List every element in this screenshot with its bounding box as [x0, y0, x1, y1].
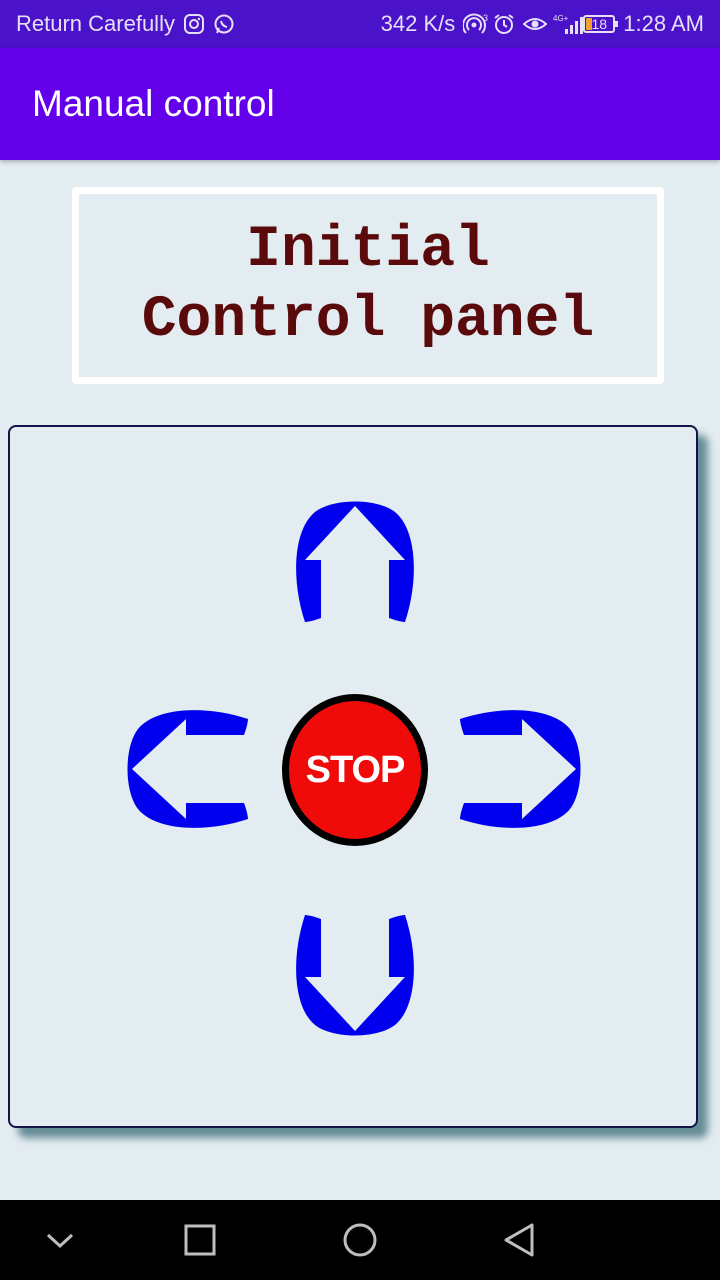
- down-arrow-button[interactable]: [293, 913, 417, 1037]
- up-arrow-button[interactable]: [293, 500, 417, 624]
- status-bar: Return Carefully 342 K/s 3 4G+ 18 1:28 A…: [0, 0, 720, 48]
- battery-level: 18: [591, 16, 608, 32]
- network-speed: 342 K/s: [380, 11, 456, 36]
- stop-label: STOP: [305, 748, 406, 791]
- instagram-icon: [183, 13, 205, 35]
- triangle-back-icon: [504, 1223, 534, 1257]
- stop-button[interactable]: STOP: [282, 694, 428, 846]
- clock: 1:28 AM: [623, 11, 704, 36]
- page-title: Manual control: [32, 83, 275, 124]
- arrow-down-icon: [296, 915, 414, 1036]
- title-panel: Initial Control panel: [72, 187, 664, 384]
- panel-title-line1: Initial: [246, 217, 490, 283]
- home-button[interactable]: [340, 1220, 380, 1260]
- arrow-left-icon: [127, 710, 248, 828]
- square-recents-icon: [184, 1224, 216, 1256]
- hide-keyboard-button[interactable]: [40, 1220, 80, 1260]
- arrow-up-icon: [296, 501, 414, 622]
- navigation-bar: [0, 1200, 720, 1280]
- chevron-down-icon: [46, 1233, 74, 1249]
- status-left: Return Carefully: [16, 11, 235, 37]
- svg-text:3: 3: [483, 13, 488, 23]
- svg-text:4G+: 4G+: [553, 14, 569, 23]
- left-arrow-button[interactable]: [126, 707, 250, 831]
- right-arrow-button[interactable]: [458, 707, 582, 831]
- panel-title-line2: Control panel: [141, 287, 595, 353]
- hotspot-icon: 3: [462, 13, 488, 35]
- notification-text: Return Carefully: [16, 11, 175, 36]
- arrow-right-icon: [460, 710, 581, 828]
- eye-icon: [522, 13, 548, 35]
- control-pad: STOP: [8, 425, 698, 1128]
- circle-home-icon: [343, 1223, 377, 1257]
- app-bar: Manual control: [0, 48, 720, 160]
- back-button[interactable]: [500, 1220, 540, 1260]
- alarm-icon: [493, 13, 515, 35]
- status-right: 342 K/s 3 4G+ 18 1:28 AM: [381, 11, 704, 37]
- signal-4g-icon: 4G+: [553, 13, 584, 35]
- recents-button[interactable]: [180, 1220, 220, 1260]
- whatsapp-icon: [213, 13, 235, 35]
- battery-icon: 18: [583, 15, 619, 33]
